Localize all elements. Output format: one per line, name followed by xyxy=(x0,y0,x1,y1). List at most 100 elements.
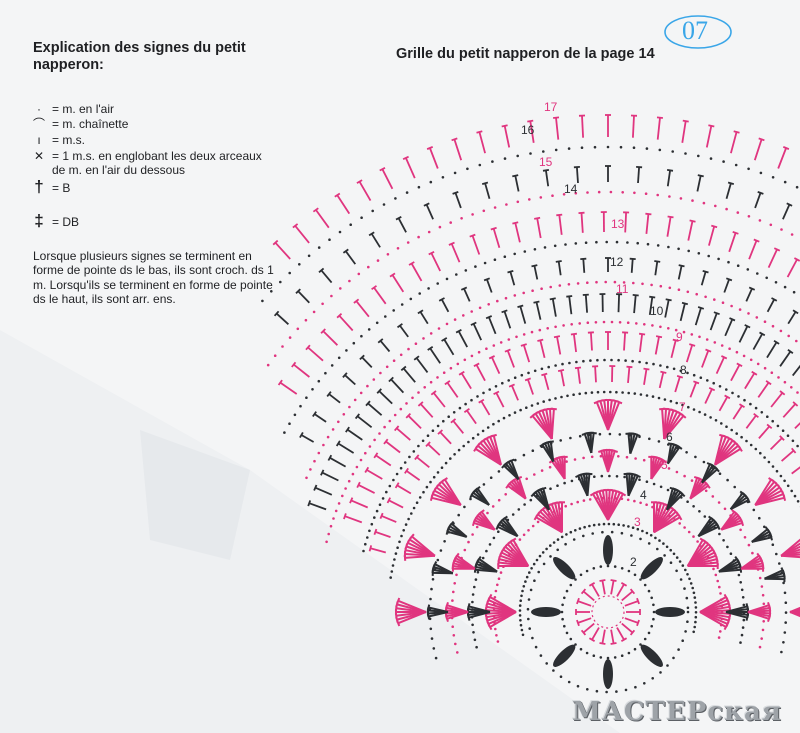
chain-dot xyxy=(440,466,444,470)
stitch-cap xyxy=(451,137,458,142)
stitch-post xyxy=(468,605,491,613)
stitch-post xyxy=(375,531,391,538)
chain-dot xyxy=(645,394,649,397)
chain-dot xyxy=(595,689,599,693)
stitch-cap xyxy=(711,224,718,229)
stitch-post xyxy=(663,415,685,440)
stitch-cap xyxy=(580,629,587,636)
chain-dot xyxy=(426,434,430,438)
stitch-cap xyxy=(364,466,370,473)
chain-dot xyxy=(669,548,672,552)
stitch-cap xyxy=(396,597,401,604)
chain-dot xyxy=(676,446,679,450)
chain-dot xyxy=(604,280,607,284)
chain-dot xyxy=(360,334,363,338)
stitch-cap xyxy=(394,425,400,432)
chain-dot xyxy=(754,447,758,451)
stitch-post xyxy=(666,170,671,187)
chain-dot xyxy=(657,440,661,443)
chain-dot xyxy=(608,432,612,436)
stitch-cap xyxy=(501,124,508,128)
stitch-post xyxy=(399,325,409,338)
stitch-cap xyxy=(490,433,497,438)
stitch-cap xyxy=(524,377,532,382)
chain-dot xyxy=(714,573,718,577)
chain-dot xyxy=(491,505,495,508)
stitch-cap xyxy=(483,277,491,282)
stitch-post xyxy=(370,547,387,554)
stitch-post xyxy=(607,450,616,473)
stitch-post xyxy=(705,125,713,148)
chain-dot xyxy=(783,180,787,184)
chain-dot xyxy=(662,511,666,514)
stitch-post xyxy=(730,364,741,382)
stitch-cap xyxy=(636,619,640,627)
chain-dot xyxy=(533,579,536,582)
stitch-post xyxy=(577,617,592,624)
chain-dot xyxy=(563,624,566,628)
stitch-cap xyxy=(733,130,740,134)
chain-dot xyxy=(650,283,653,287)
chain-dot xyxy=(549,285,552,289)
chain-dot xyxy=(706,379,709,382)
chain-dot xyxy=(472,631,475,634)
chain-dot xyxy=(697,154,700,158)
stitch-cap xyxy=(501,309,508,314)
stitch-cap xyxy=(312,411,317,418)
chain-dot xyxy=(399,466,403,470)
chain-dot xyxy=(626,321,630,325)
chain-dot xyxy=(542,516,545,520)
chain-dot xyxy=(694,455,697,459)
stitch-cap xyxy=(666,169,674,172)
stitch-post xyxy=(581,115,584,138)
chain-dot xyxy=(782,641,785,644)
chain-dot xyxy=(299,404,302,408)
chain-dot xyxy=(578,477,581,481)
chain-dot xyxy=(538,328,542,332)
chain-dot xyxy=(602,320,606,324)
stitch-cap xyxy=(724,394,731,400)
chain-dot xyxy=(735,432,738,435)
chain-dot xyxy=(433,568,437,571)
stitch-post xyxy=(509,271,516,286)
stitch-post xyxy=(472,323,483,341)
stitch-post xyxy=(639,333,643,353)
stitch-post xyxy=(658,372,665,389)
chain-dot xyxy=(418,496,422,499)
chain-dot xyxy=(700,545,703,548)
chain-dot xyxy=(754,559,757,563)
chain-dot xyxy=(418,292,422,295)
chain-dot xyxy=(447,531,451,534)
chain-dot xyxy=(540,445,544,449)
chain-dot xyxy=(623,475,626,479)
chain-dot xyxy=(627,391,630,395)
stitch-post xyxy=(590,332,593,351)
chain-dot xyxy=(489,476,493,480)
chain-dot xyxy=(533,369,537,373)
chain-dot xyxy=(470,310,474,313)
chain-dot xyxy=(450,616,454,620)
chain-dot xyxy=(460,556,463,560)
chain-dot xyxy=(613,656,617,659)
chain-dot xyxy=(570,479,574,483)
stitch-cap xyxy=(757,191,764,195)
stitch-cap xyxy=(758,137,765,142)
stitch-post xyxy=(632,115,635,138)
chain-dot xyxy=(368,529,371,533)
chain-dot xyxy=(436,471,440,474)
chain-dot xyxy=(470,615,474,619)
chain-dot xyxy=(429,332,433,335)
stitch-post xyxy=(329,457,347,468)
stitch-post xyxy=(715,356,725,374)
chain-dot xyxy=(529,152,532,155)
stitch-post xyxy=(484,183,491,199)
chain-dot xyxy=(492,344,496,347)
chain-dot xyxy=(740,493,743,496)
stitch-cap xyxy=(386,497,392,504)
chain-dot xyxy=(520,594,523,598)
stitch-cap xyxy=(786,202,793,207)
chain-dot xyxy=(488,543,492,546)
chain-dot xyxy=(777,376,780,379)
stitch-cap xyxy=(745,614,749,621)
